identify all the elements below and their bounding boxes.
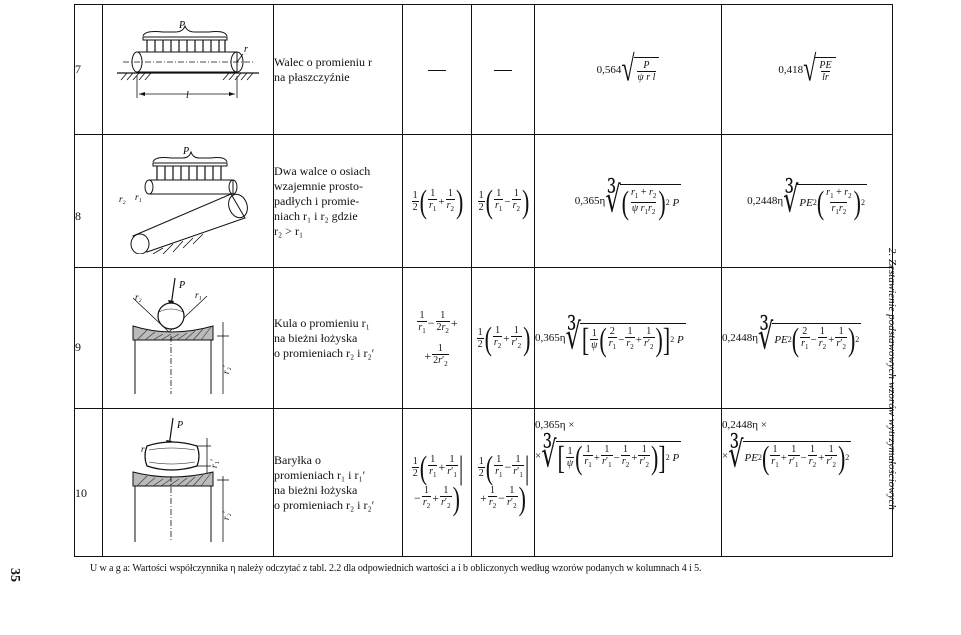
load-label: P xyxy=(176,420,183,431)
cylinder-on-plane-figure: P r xyxy=(102,4,274,135)
r2-label: r₂ xyxy=(119,194,126,204)
table-row: 7 P r xyxy=(74,4,893,135)
desc-line: na bieżni łożyska xyxy=(274,330,358,345)
case-description: Baryłka o promieniach r₁ i r₁′ na bieżni… xyxy=(273,408,403,557)
svg-text:r₂′: r₂′ xyxy=(221,510,231,520)
running-chapter-heading: 2. Zestawienie podstawowych wzorów wytrz… xyxy=(886,248,898,510)
load-label: P xyxy=(178,20,185,31)
r2-label: r₂ xyxy=(141,444,148,454)
desc-line: wzajemnie prosto- xyxy=(274,178,363,193)
desc-line: o promieniach r₂ i r₂′ xyxy=(274,497,375,512)
r1-label: r₁ xyxy=(135,192,142,202)
coefficient: 0,2448η xyxy=(722,332,759,344)
svg-text:r₁′: r₁′ xyxy=(209,458,219,468)
coefficient: 0,365η xyxy=(535,332,566,344)
table-footnote: U w a g a: Wartości współczynnika η nale… xyxy=(90,563,702,574)
r1-label: r₁ xyxy=(195,290,202,300)
case-description: Walec o promieniu r na płaszczyźnie xyxy=(273,4,403,135)
coefficient: 0,2448η × xyxy=(722,419,767,431)
column-4-value xyxy=(402,4,472,135)
coefficient: 0,418 xyxy=(778,63,804,76)
column-5-value xyxy=(471,4,535,135)
crossed-cylinders-figure: P r₂ r₁ xyxy=(102,134,274,268)
desc-line: na płaszczyźnie xyxy=(274,69,350,84)
case-description: Dwa walce o osiach wzajemnie prosto- pad… xyxy=(273,134,403,268)
desc-line: promieniach r₁ i r₁′ xyxy=(274,467,366,482)
desc-line: Kula o promieniu r₁ xyxy=(274,315,370,330)
coefficient: 0,564 xyxy=(596,63,622,76)
page-number: 35 xyxy=(7,568,22,582)
coefficient: 0,2448η xyxy=(747,195,784,207)
table-row: 10 P r₂ xyxy=(74,408,893,557)
table-row: 9 P r₂ r₁ xyxy=(74,267,893,409)
row-number: 10 xyxy=(74,408,103,557)
desc-line: r₂ > r₁ xyxy=(274,223,304,238)
desc-line: Baryłka o xyxy=(274,452,321,467)
formula-table: 7 P r xyxy=(74,4,893,557)
case-description: Kula o promieniu r₁ na bieżni łożyska o … xyxy=(273,267,403,409)
row-number: 9 xyxy=(74,267,103,409)
barrel-roller-figure: P r₂ r₂′ r₁′ xyxy=(102,408,274,557)
desc-line: Walec o promieniu r xyxy=(274,54,372,69)
desc-line: padłych i promie- xyxy=(274,193,360,208)
row-number: 8 xyxy=(74,134,103,268)
coefficient: 0,365η × xyxy=(535,419,575,431)
load-label: P xyxy=(182,146,189,157)
desc-line: o promieniach r₂ i r₂′ xyxy=(274,345,375,360)
coefficient: 0,365η xyxy=(574,195,606,207)
radius-label: r xyxy=(244,44,248,55)
length-label: l xyxy=(186,90,189,101)
desc-line: Dwa walce o osiach xyxy=(274,163,371,178)
row-number: 7 xyxy=(74,4,103,135)
load-label: P xyxy=(178,280,185,291)
table-row: 8 P r₂ r₁ xyxy=(74,134,893,268)
side-rule xyxy=(892,4,893,556)
r2-label: r₂ xyxy=(135,292,142,302)
desc-line: na bieżni łożyska xyxy=(274,482,358,497)
desc-line: niach r₁ i r₂ gdzie xyxy=(274,208,358,223)
svg-text:r₂′: r₂′ xyxy=(221,364,231,374)
ball-on-raceway-figure: P r₂ r₁ r₂′ xyxy=(102,267,274,409)
